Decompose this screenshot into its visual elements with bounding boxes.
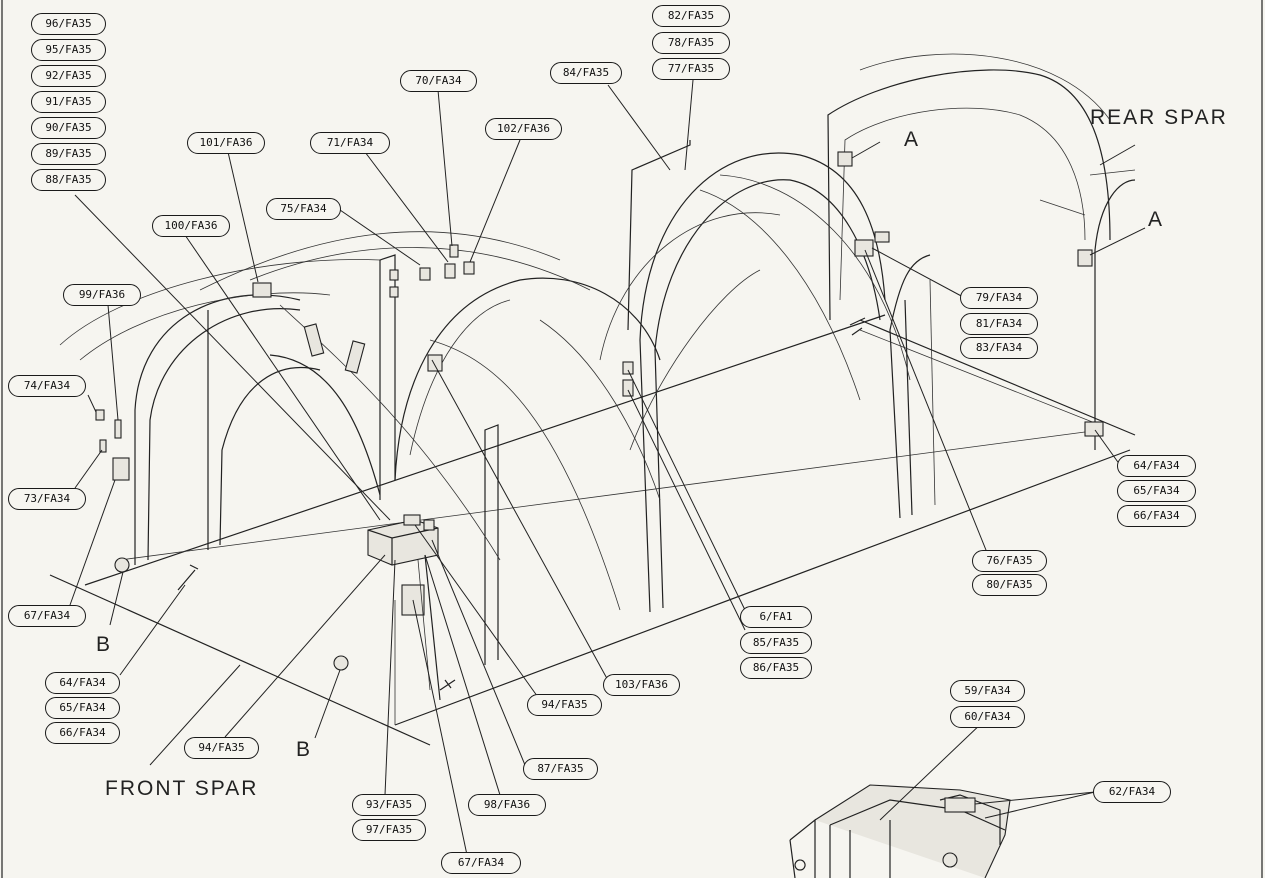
fitting-a-top: [837, 151, 853, 167]
callout-76-fa35: 76/FA35: [972, 550, 1047, 572]
callout-66-fa34-front: 66/FA34: [45, 722, 120, 744]
fittings: [95, 151, 1104, 691]
fitting-99: [114, 419, 122, 439]
callout-98-fa36: 98/FA36: [468, 794, 546, 816]
callout-83-fa34: 83/FA34: [960, 337, 1038, 359]
section-a-top-label: A: [904, 128, 919, 151]
callout-74-fa34: 74/FA34: [8, 375, 86, 397]
fitting-100: [303, 323, 325, 357]
callout-6-fa1: 6/FA1: [740, 606, 812, 628]
callout-80-fa35: 80/FA35: [972, 574, 1047, 596]
fitting-b-left: [114, 557, 130, 573]
callout-88-fa35: 88/FA35: [31, 169, 106, 191]
lower-box-assembly: [789, 784, 1011, 878]
fitting-64-rear: [1084, 421, 1104, 437]
callout-71-fa34: 71/FA34: [310, 132, 390, 154]
fitting-bracket: [344, 340, 366, 374]
callout-81-fa34: 81/FA34: [960, 313, 1038, 335]
fitting-71: [444, 263, 456, 279]
callout-89-fa35: 89/FA35: [31, 143, 106, 165]
fitting-102: [463, 261, 475, 275]
callout-64-fa34-rear: 64/FA34: [1117, 455, 1196, 477]
callout-90-fa35: 90/FA35: [31, 117, 106, 139]
fitting-103: [427, 354, 443, 372]
fitting-85: [622, 379, 634, 397]
callout-59-fa34: 59/FA34: [950, 680, 1025, 702]
callout-100-fa36: 100/FA36: [152, 215, 230, 237]
fitting-64-front: [177, 564, 199, 591]
callout-95-fa35: 95/FA35: [31, 39, 106, 61]
leader-lines: [69, 79, 1146, 856]
rear-spar-label: REAR SPAR: [1090, 106, 1228, 129]
fitting-74: [95, 409, 105, 421]
callout-67-fa34-front: 67/FA34: [8, 605, 86, 627]
fitting-75: [419, 267, 431, 281]
rear-rib: [827, 53, 1136, 450]
callout-102-fa36: 102/FA36: [485, 118, 562, 140]
callout-101-fa36: 101/FA36: [187, 132, 265, 154]
fitting-67: [112, 457, 130, 481]
section-a-right-label: A: [1148, 208, 1163, 231]
callout-65-fa34-rear: 65/FA34: [1117, 480, 1196, 502]
callout-70-fa34: 70/FA34: [400, 70, 477, 92]
callout-65-fa34-front: 65/FA34: [45, 697, 120, 719]
callout-99-fa36: 99/FA36: [63, 284, 141, 306]
callout-73-fa34: 73/FA34: [8, 488, 86, 510]
callout-93-fa35: 93/FA35: [352, 794, 426, 816]
callout-86-fa35: 86/FA35: [740, 657, 812, 679]
fitting-73: [99, 439, 107, 453]
callout-75-fa34: 75/FA34: [266, 198, 341, 220]
callout-64-fa34-front: 64/FA34: [45, 672, 120, 694]
callout-79-fa34: 79/FA34: [960, 287, 1038, 309]
central-box-assembly: [367, 514, 441, 701]
callout-67-fa34-bottom: 67/FA34: [441, 852, 521, 874]
fitting-79: [854, 239, 874, 257]
callout-103-fa36: 103/FA36: [603, 674, 680, 696]
second-rib: [199, 231, 661, 665]
callout-62-fa34: 62/FA34: [1093, 781, 1171, 803]
callout-92-fa35: 92/FA35: [31, 65, 106, 87]
callout-78-fa35: 78/FA35: [652, 32, 730, 54]
fitting-6: [622, 361, 634, 375]
callout-94-fa35-right: 94/FA35: [527, 694, 602, 716]
callout-66-fa34-rear: 66/FA34: [1117, 505, 1196, 527]
callout-94-fa35-left: 94/FA35: [184, 737, 259, 759]
callout-82-fa35: 82/FA35: [652, 5, 730, 27]
callout-91-fa35: 91/FA35: [31, 91, 106, 113]
callout-60-fa34: 60/FA34: [950, 706, 1025, 728]
fitting-b-bottom: [333, 655, 349, 671]
fitting-a-right: [1077, 249, 1093, 267]
callout-85-fa35: 85/FA35: [740, 632, 812, 654]
section-b-bottom-label: B: [296, 738, 311, 761]
callout-96-fa35: 96/FA35: [31, 13, 106, 35]
front-spar-label: FRONT SPAR: [105, 777, 259, 800]
arc-lines: [279, 174, 911, 611]
fitting-101: [252, 282, 272, 298]
callout-84-fa35: 84/FA35: [550, 62, 622, 84]
section-b-left-label: B: [96, 633, 111, 656]
callout-97-fa35: 97/FA35: [352, 819, 426, 841]
callout-77-fa35: 77/FA35: [652, 58, 730, 80]
fitting-70: [449, 244, 459, 258]
callout-87-fa35: 87/FA35: [523, 758, 598, 780]
